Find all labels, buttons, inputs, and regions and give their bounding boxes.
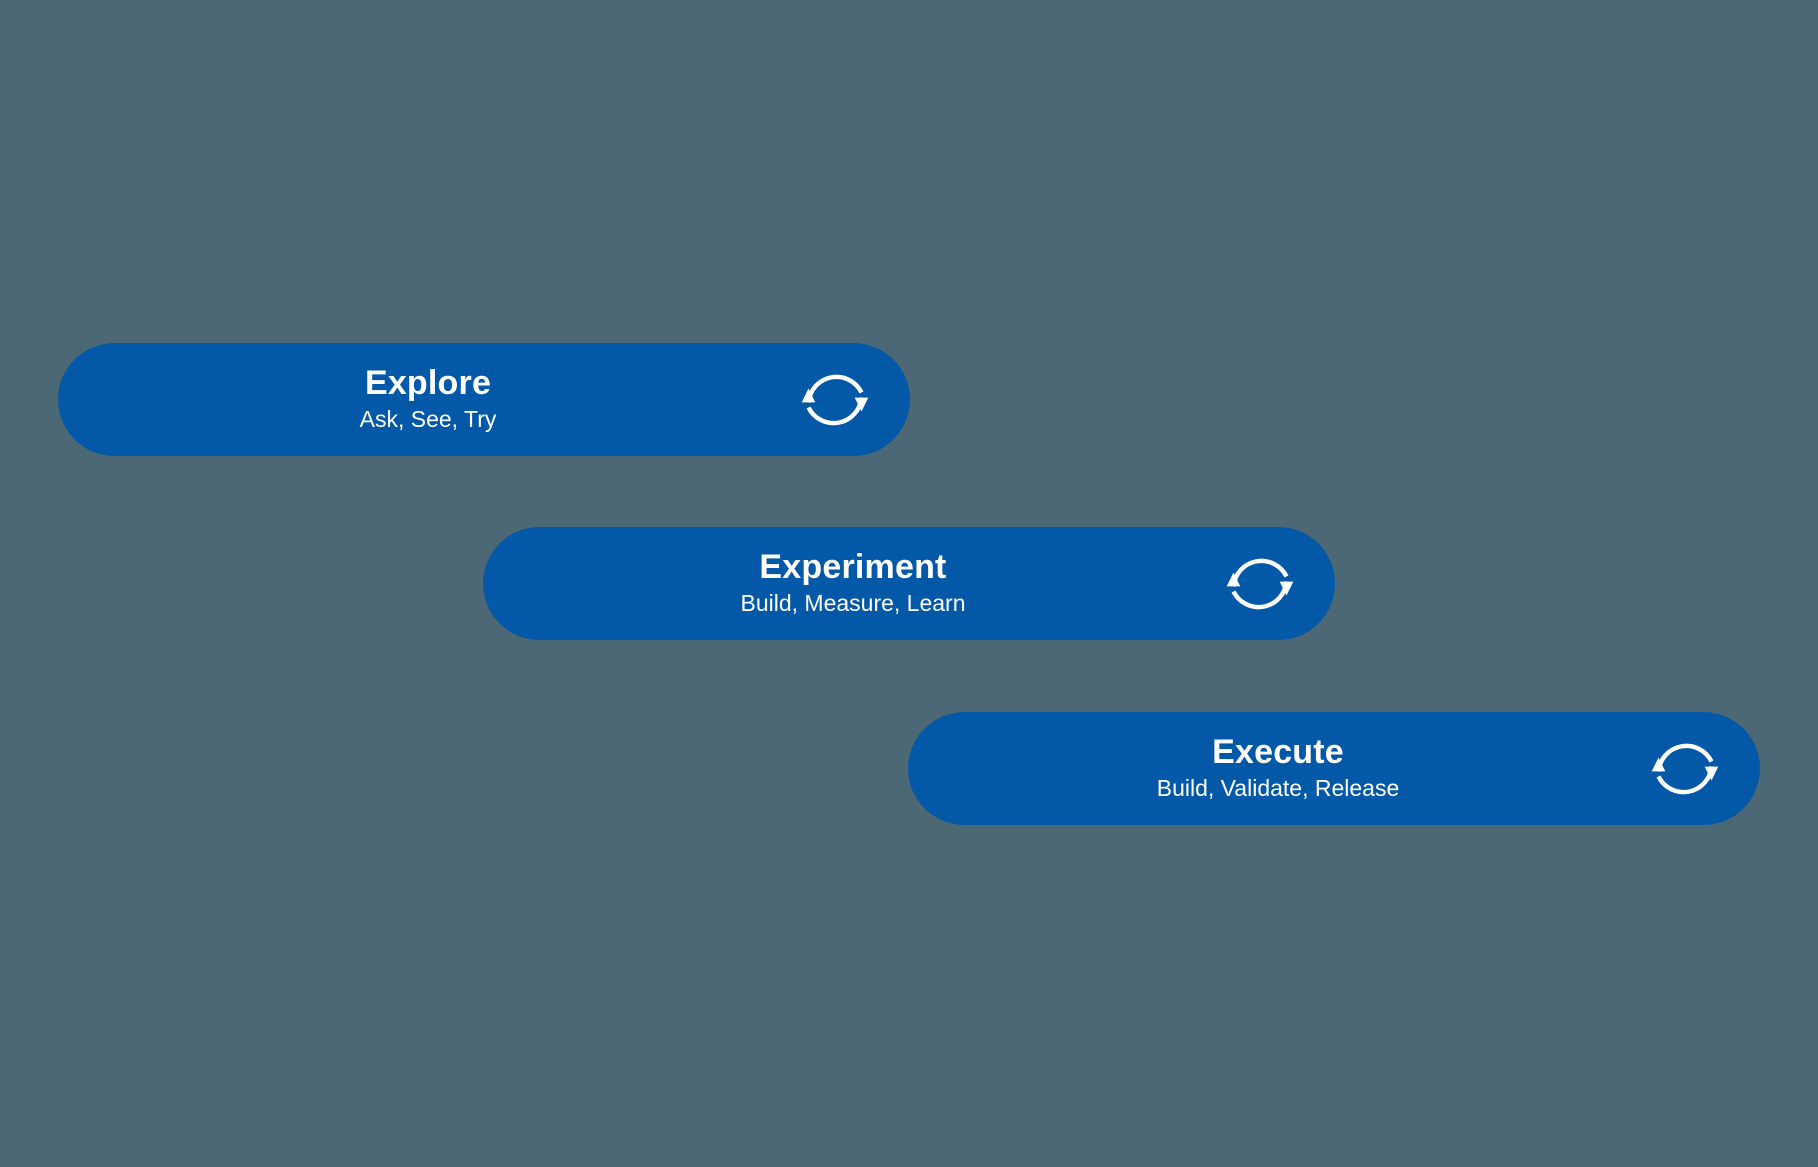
cycle-refresh-icon (794, 359, 876, 441)
cycle-refresh-icon (1219, 543, 1301, 625)
stage-pill-experiment[interactable]: Experiment Build, Measure, Learn (483, 527, 1335, 640)
stage-title: Explore (364, 364, 492, 403)
stage-pill-explore[interactable]: Explore Ask, See, Try (58, 343, 910, 456)
stage-text-block: Execute Build, Validate, Release (908, 712, 1648, 825)
stage-title: Experiment (759, 548, 947, 587)
stage-subtitle: Ask, See, Try (359, 406, 497, 433)
stage-text-block: Explore Ask, See, Try (58, 343, 798, 456)
cycle-refresh-icon (1644, 728, 1726, 810)
stage-pill-execute[interactable]: Execute Build, Validate, Release (908, 712, 1760, 825)
stage-subtitle: Build, Measure, Learn (740, 590, 966, 617)
stage-subtitle: Build, Validate, Release (1156, 775, 1400, 802)
stage-text-block: Experiment Build, Measure, Learn (483, 527, 1223, 640)
stage-title: Execute (1212, 733, 1344, 772)
